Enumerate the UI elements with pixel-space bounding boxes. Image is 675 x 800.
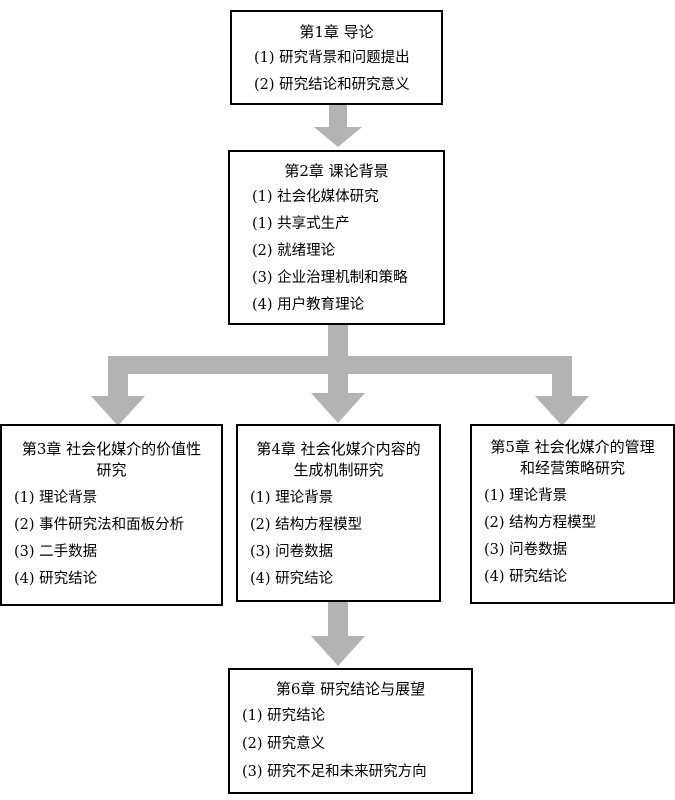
chapter-5-box: 第5章 社会化媒介的管理 和经营策略研究 (1) 理论背景 (2) 结构方程模型… <box>470 424 675 604</box>
chapter-4-title-line-2: 生成机制研究 <box>293 461 384 479</box>
chapter-5-item-4: (4) 研究结论 <box>484 569 568 585</box>
arrow-ch1-to-ch2 <box>314 104 362 147</box>
chapter-6-item-2: (2) 研究意义 <box>242 736 326 752</box>
chapter-4-item-2: (2) 结构方程模型 <box>250 517 363 533</box>
chapter-1-item-1: (1) 研究背景和问题提出 <box>254 50 410 66</box>
chapter-1-item-2: (2) 研究结论和研究意义 <box>254 77 410 93</box>
chapter-2-title: 第2章 课论背景 <box>284 162 389 180</box>
chapter-3-title-line-2: 研究 <box>96 461 127 479</box>
chapter-2-item-3: (2) 就绪理论 <box>252 243 336 259</box>
chapter-6-item-3: (3) 研究不足和未来研究方向 <box>242 764 427 780</box>
chapter-4-item-4: (4) 研究结论 <box>250 571 334 587</box>
chapter-1-title: 第1章 导论 <box>299 23 374 41</box>
chapter-3-box: 第3章 社会化媒介的价值性 研究 (1) 理论背景 (2) 事件研究法和面板分析… <box>0 424 223 606</box>
chapter-5-title-line-2: 和经营策略研究 <box>519 459 625 477</box>
chapter-2-item-4: (3) 企业治理机制和策略 <box>252 270 408 286</box>
chapter-4-title-line-1: 第4章 社会化媒介内容的 <box>256 440 421 458</box>
chapter-4-item-1: (1) 理论背景 <box>250 490 334 506</box>
chapter-5-item-3: (3) 问卷数据 <box>484 542 568 558</box>
chapter-3-item-1: (1) 理论背景 <box>14 490 98 506</box>
chapter-3-item-4: (4) 研究结论 <box>14 571 98 587</box>
chapter-2-box: 第2章 课论背景 (1) 社会化媒体研究 (1) 共享式生产 (2) 就绪理论 … <box>228 150 445 325</box>
arrow-ch2-branch <box>91 324 589 426</box>
chapter-6-item-1: (1) 研究结论 <box>242 708 326 724</box>
chapter-3-item-2: (2) 事件研究法和面板分析 <box>14 517 185 533</box>
chapter-3-item-3: (3) 二手数据 <box>14 544 98 560</box>
chapter-2-item-5: (4) 用户教育理论 <box>252 297 365 313</box>
chapter-6-box: 第6章 研究结论与展望 (1) 研究结论 (2) 研究意义 (3) 研究不足和未… <box>228 668 473 794</box>
chapter-2-item-1: (1) 社会化媒体研究 <box>252 189 379 205</box>
chapter-5-item-2: (2) 结构方程模型 <box>484 515 597 531</box>
chapter-1-box: 第1章 导论 (1) 研究背景和问题提出 (2) 研究结论和研究意义 <box>230 10 443 105</box>
chapter-4-item-3: (3) 问卷数据 <box>250 544 334 560</box>
chapter-6-title: 第6章 研究结论与展望 <box>275 680 426 698</box>
arrow-ch4-to-ch6 <box>311 601 365 666</box>
chapter-5-title-line-1: 第5章 社会化媒介的管理 <box>490 438 655 456</box>
chapter-4-box: 第4章 社会化媒介内容的 生成机制研究 (1) 理论背景 (2) 结构方程模型 … <box>236 424 441 602</box>
chapter-2-item-2: (1) 共享式生产 <box>252 216 350 232</box>
chapter-5-item-1: (1) 理论背景 <box>484 488 568 504</box>
chapter-3-title-line-1: 第3章 社会化媒介的价值性 <box>21 440 202 458</box>
